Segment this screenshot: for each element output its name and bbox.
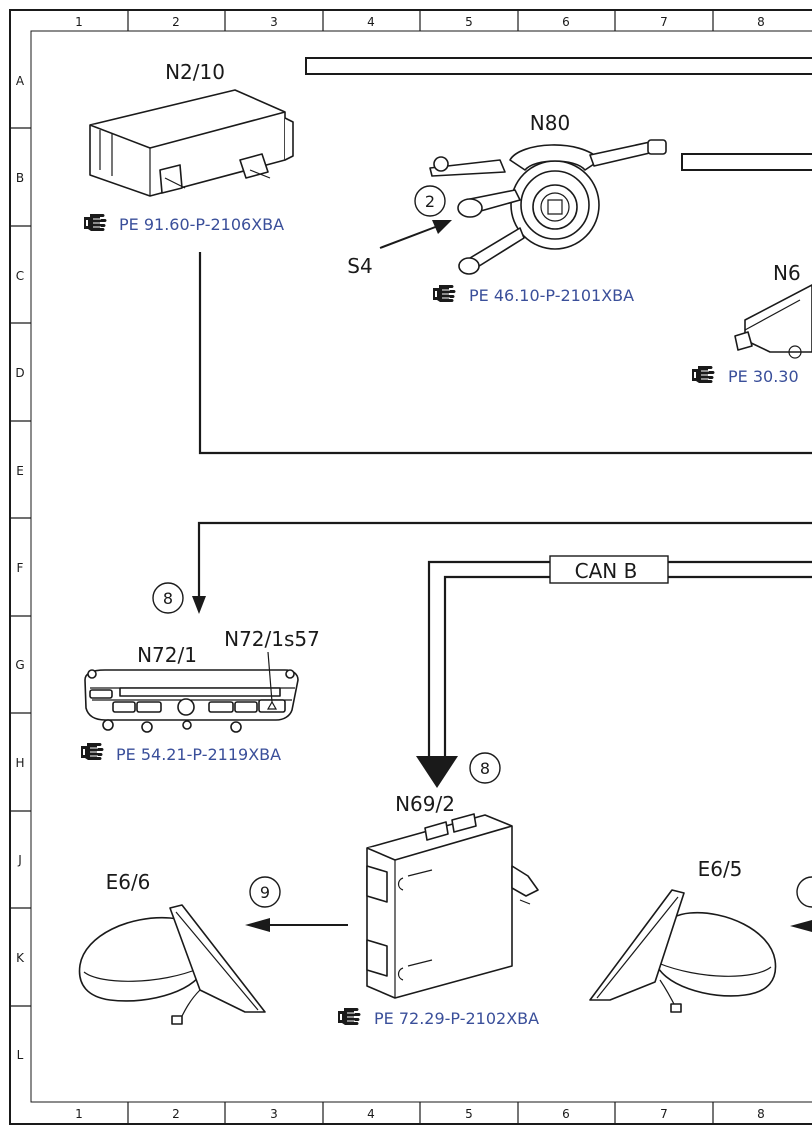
e6-5-label: E6/5 [698, 857, 743, 881]
pointing-hand-icon [83, 213, 107, 232]
s4-arrow-head [432, 220, 452, 234]
s4-arrow-line [379, 225, 439, 249]
col-label-7: 7 [660, 15, 668, 29]
n80-label: N80 [530, 111, 570, 135]
col-label-6: 6 [562, 15, 570, 29]
row-label-a: A [16, 74, 25, 88]
row-label-e: E [16, 464, 24, 478]
n69-2-callout-circle [469, 752, 501, 784]
row-label-g: G [15, 658, 24, 672]
row-label-f: F [17, 561, 24, 575]
col-label-8: 8 [757, 1107, 765, 1121]
col-label-7: 7 [660, 1107, 668, 1121]
grid-ticks [10, 10, 714, 1124]
col-label-6: 6 [562, 1107, 570, 1121]
row-label-b: B [16, 171, 24, 185]
row-label-c: C [16, 269, 24, 283]
bus-bar-top [305, 57, 812, 75]
row-label-j: J [17, 853, 22, 867]
can-b-line-inner [443, 575, 812, 760]
wire-n2-10 [198, 252, 812, 455]
outer-frame [9, 9, 812, 1125]
n6-ref: PE 30.30 [728, 367, 799, 386]
n2-10-ref: PE 91.60-P-2106XBA [119, 215, 284, 234]
n6-label: N6 [773, 261, 801, 285]
n69-2-callout-number: 8 [480, 759, 490, 778]
n72-1-label: N72/1 [137, 643, 197, 667]
n72-1-callout-number: 8 [163, 589, 173, 608]
col-label-8: 8 [757, 15, 765, 29]
col-label-5: 5 [465, 1107, 473, 1121]
e6-5-callout-circle-partial [796, 876, 812, 908]
n72-1-panel [84, 651, 299, 733]
s4-callout-circle [414, 185, 446, 217]
pointing-hand-icon [337, 1007, 361, 1026]
arrow-to-e6-5-head [790, 920, 812, 932]
n80-module [429, 139, 667, 275]
n6-module [734, 284, 812, 359]
bus-bar-mid [681, 153, 812, 171]
row-labels: A B C D E F G H J K L [15, 74, 25, 1062]
can-b-label-box [549, 555, 669, 584]
inner-frame [30, 30, 812, 1103]
n69-2-label: N69/2 [395, 792, 455, 816]
e6-6-mirror [78, 904, 266, 1025]
pointing-hand-icon [80, 742, 104, 761]
arrow-to-n72-1 [192, 596, 206, 614]
col-label-4: 4 [367, 1107, 375, 1121]
e6-5-mirror [589, 889, 777, 1013]
row-label-l: L [17, 1048, 24, 1062]
col-label-2: 2 [172, 1107, 180, 1121]
row-label-h: H [15, 756, 24, 770]
col-label-1: 1 [75, 15, 83, 29]
can-b-label: CAN B [575, 559, 638, 583]
can-b-arrow [416, 756, 458, 788]
col-label-3: 3 [270, 15, 278, 29]
s4-label: S4 [347, 254, 372, 278]
n69-2-ref: PE 72.29-P-2102XBA [374, 1009, 539, 1028]
col-label-3: 3 [270, 1107, 278, 1121]
e6-6-callout-circle [249, 876, 281, 908]
n2-10-module [89, 89, 294, 197]
can-b-line-outer [427, 560, 812, 760]
e6-6-label: E6/6 [106, 870, 151, 894]
col-label-4: 4 [367, 15, 375, 29]
column-labels-bottom: 1 2 3 4 5 6 7 8 [75, 1107, 765, 1121]
col-label-5: 5 [465, 15, 473, 29]
col-label-1: 1 [75, 1107, 83, 1121]
wire-n72-1 [197, 521, 812, 598]
n80-ref: PE 46.10-P-2101XBA [469, 286, 634, 305]
s4-callout-number: 2 [425, 192, 435, 211]
n2-10-label: N2/10 [165, 60, 225, 84]
e6-6-callout-number: 9 [260, 883, 270, 902]
n69-2-module [366, 813, 539, 999]
column-labels-top: 1 2 3 4 5 6 7 8 [75, 15, 765, 29]
pointing-hand-icon [432, 284, 456, 303]
n72-1-callout-circle [152, 582, 184, 614]
row-label-k: K [16, 951, 25, 965]
n72-1s57-label: N72/1s57 [224, 627, 320, 651]
row-label-d: D [15, 366, 24, 380]
arrow-to-e6-6-head [245, 918, 270, 932]
col-label-2: 2 [172, 15, 180, 29]
pointing-hand-icon [691, 365, 715, 384]
n72-1-ref: PE 54.21-P-2119XBA [116, 745, 281, 764]
